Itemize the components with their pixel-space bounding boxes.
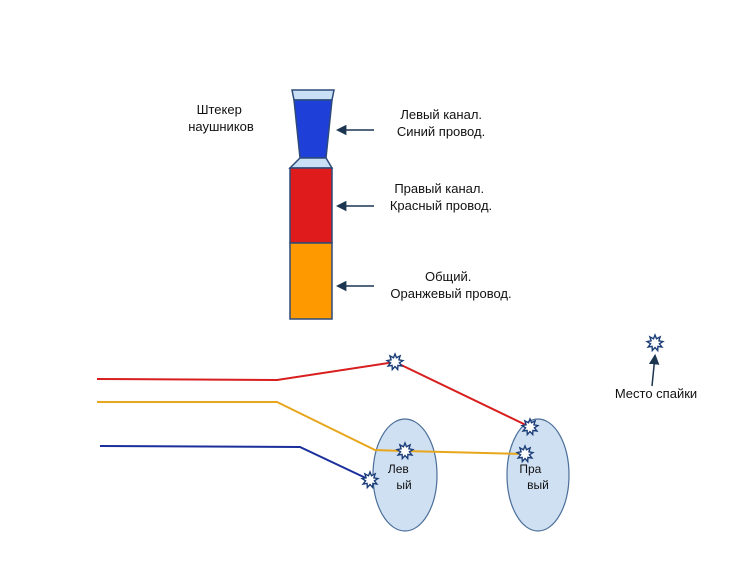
solder-point-label: Место спайки xyxy=(615,386,697,401)
headphone-plug xyxy=(288,89,335,320)
blue-wire xyxy=(99,445,371,481)
plug-tip-ring xyxy=(291,89,335,101)
left-earpiece-label-line2: ый xyxy=(396,478,411,492)
solder-point-right-orange-icon xyxy=(515,444,535,464)
orange-wire xyxy=(97,401,526,455)
left-channel-label: Левый канал. Синий провод. xyxy=(397,107,486,139)
right-channel-label-line2: Красный провод. xyxy=(390,198,492,213)
right-earpiece-label-line1: Пра xyxy=(519,462,541,476)
common-label-line2: Оранжевый провод. xyxy=(390,286,511,301)
left-channel-label-line2: Синий провод. xyxy=(397,124,485,139)
solder-point-left-blue-icon xyxy=(360,470,380,490)
left-earpiece-label-line1: Лев xyxy=(388,462,409,476)
solder-points xyxy=(360,333,665,490)
plug-title: Штекер наушников xyxy=(188,102,254,134)
arrow-solder-legend-icon xyxy=(648,353,660,387)
common-label: Общий. Оранжевый провод. xyxy=(390,269,511,301)
plug-insulator-ring xyxy=(288,157,334,169)
right-earpiece xyxy=(506,418,570,532)
common-label-line1: Общий. xyxy=(425,269,471,284)
left-earpiece-label: Лев ый xyxy=(388,462,412,492)
solder-point-left-orange-icon xyxy=(395,441,415,461)
red-wire xyxy=(96,360,531,428)
solder-point-legend-icon xyxy=(645,333,665,353)
plug-ring-right-channel xyxy=(289,167,333,244)
left-channel-label-line1: Левый канал. xyxy=(400,107,482,122)
solder-point-right-red-icon xyxy=(520,417,540,437)
right-earpiece-label: Пра вый xyxy=(519,462,549,492)
plug-title-line1: Штекер xyxy=(197,102,242,117)
right-earpiece-label-line2: вый xyxy=(527,478,549,492)
solder-point-red-wire-icon xyxy=(385,352,405,372)
plug-title-line2: наушников xyxy=(188,119,254,134)
plug-sleeve-common xyxy=(289,242,333,320)
right-channel-label-line1: Правый канал. xyxy=(394,181,484,196)
plug-tip-left-channel xyxy=(293,99,333,159)
right-channel-label: Правый канал. Красный провод. xyxy=(390,181,492,213)
